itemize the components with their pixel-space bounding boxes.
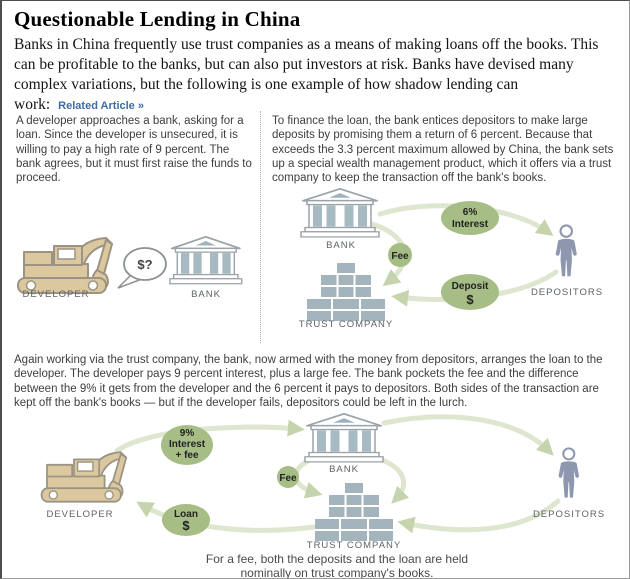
diagram-step1: DEVELOPER $? BANK bbox=[17, 235, 243, 300]
bank-icon bbox=[300, 187, 380, 238]
bank-icon bbox=[168, 235, 243, 285]
loan-line1: Loan bbox=[174, 509, 198, 520]
bank-label: BANK bbox=[191, 289, 221, 300]
bank-label: BANK bbox=[326, 240, 356, 251]
interest-line1: 9% bbox=[180, 428, 195, 439]
loan-line2: $ bbox=[182, 518, 190, 533]
loan-bubble: Loan $ bbox=[162, 504, 210, 536]
step1-text: A developer approaches a bank, asking fo… bbox=[16, 115, 252, 184]
bubble-text: $? bbox=[137, 257, 152, 272]
arrow-trust-to-developer bbox=[136, 501, 317, 533]
depositors-label: DEPOSITORS bbox=[533, 509, 605, 520]
arrow-bank-to-depositors bbox=[381, 414, 554, 456]
caption-line1: For a fee, both the deposits and the loa… bbox=[205, 552, 469, 566]
speech-bubble: $? bbox=[117, 247, 167, 289]
arrow-bank-to-trust-right bbox=[371, 454, 410, 504]
intro-text: Banks in China frequently use trust comp… bbox=[14, 36, 599, 114]
step2-text: To finance the loan, the bank entices de… bbox=[272, 115, 614, 184]
column-divider bbox=[260, 111, 261, 343]
diagram-step2: BANK TRUST COMPANY DEPOSITORS 6% Interes… bbox=[299, 187, 603, 330]
deposit-line2: $ bbox=[466, 292, 474, 307]
developer-label: DEVELOPER bbox=[46, 509, 113, 520]
related-article-link[interactable]: Related Article » bbox=[58, 100, 144, 113]
header: Questionable Lending in China Banks in C… bbox=[14, 5, 622, 116]
step3-text: Again working via the trust company, the… bbox=[14, 354, 603, 409]
excavator-icon bbox=[40, 451, 128, 503]
deposit-bubble: Deposit $ bbox=[441, 274, 499, 310]
interest-line1: 6% bbox=[463, 207, 478, 218]
excavator-icon bbox=[17, 237, 113, 294]
depositors-label: DEPOSITORS bbox=[531, 287, 603, 298]
bank-icon bbox=[304, 412, 384, 463]
trust-company-label: TRUST COMPANY bbox=[299, 319, 393, 330]
fee-label: Fee bbox=[279, 473, 297, 484]
footer-caption: For a fee, both the deposits and the loa… bbox=[167, 552, 507, 579]
depositors-icon bbox=[554, 224, 578, 278]
page-title: Questionable Lending in China bbox=[14, 7, 301, 31]
interest-line2: Interest bbox=[452, 219, 489, 230]
developer-label: DEVELOPER bbox=[22, 289, 89, 300]
fee-label: Fee bbox=[391, 251, 409, 262]
arrow-depositors-to-trust bbox=[397, 498, 561, 534]
trust-company-icon bbox=[307, 263, 385, 321]
depositors-icon bbox=[557, 447, 580, 499]
interest-bubble: 9% Interest + fee bbox=[161, 425, 213, 465]
caption-line2: nominally on trust company's books. bbox=[240, 566, 434, 579]
diagram-step3: DEVELOPER BANK TRUST COMPANY DEPOSITORS … bbox=[40, 412, 605, 551]
fee-bubble: Fee bbox=[277, 466, 299, 488]
bank-label: BANK bbox=[329, 464, 359, 475]
interest-line2: Interest bbox=[169, 439, 206, 450]
intro-paragraph: Banks in China frequently use trust comp… bbox=[14, 35, 622, 116]
deposit-line1: Deposit bbox=[452, 281, 489, 292]
fee-bubble: Fee bbox=[388, 243, 412, 267]
trust-company-label: TRUST COMPANY bbox=[307, 540, 401, 551]
trust-company-icon bbox=[315, 483, 393, 541]
interest-line3: + fee bbox=[175, 450, 199, 461]
interest-bubble: 6% Interest bbox=[441, 201, 499, 235]
